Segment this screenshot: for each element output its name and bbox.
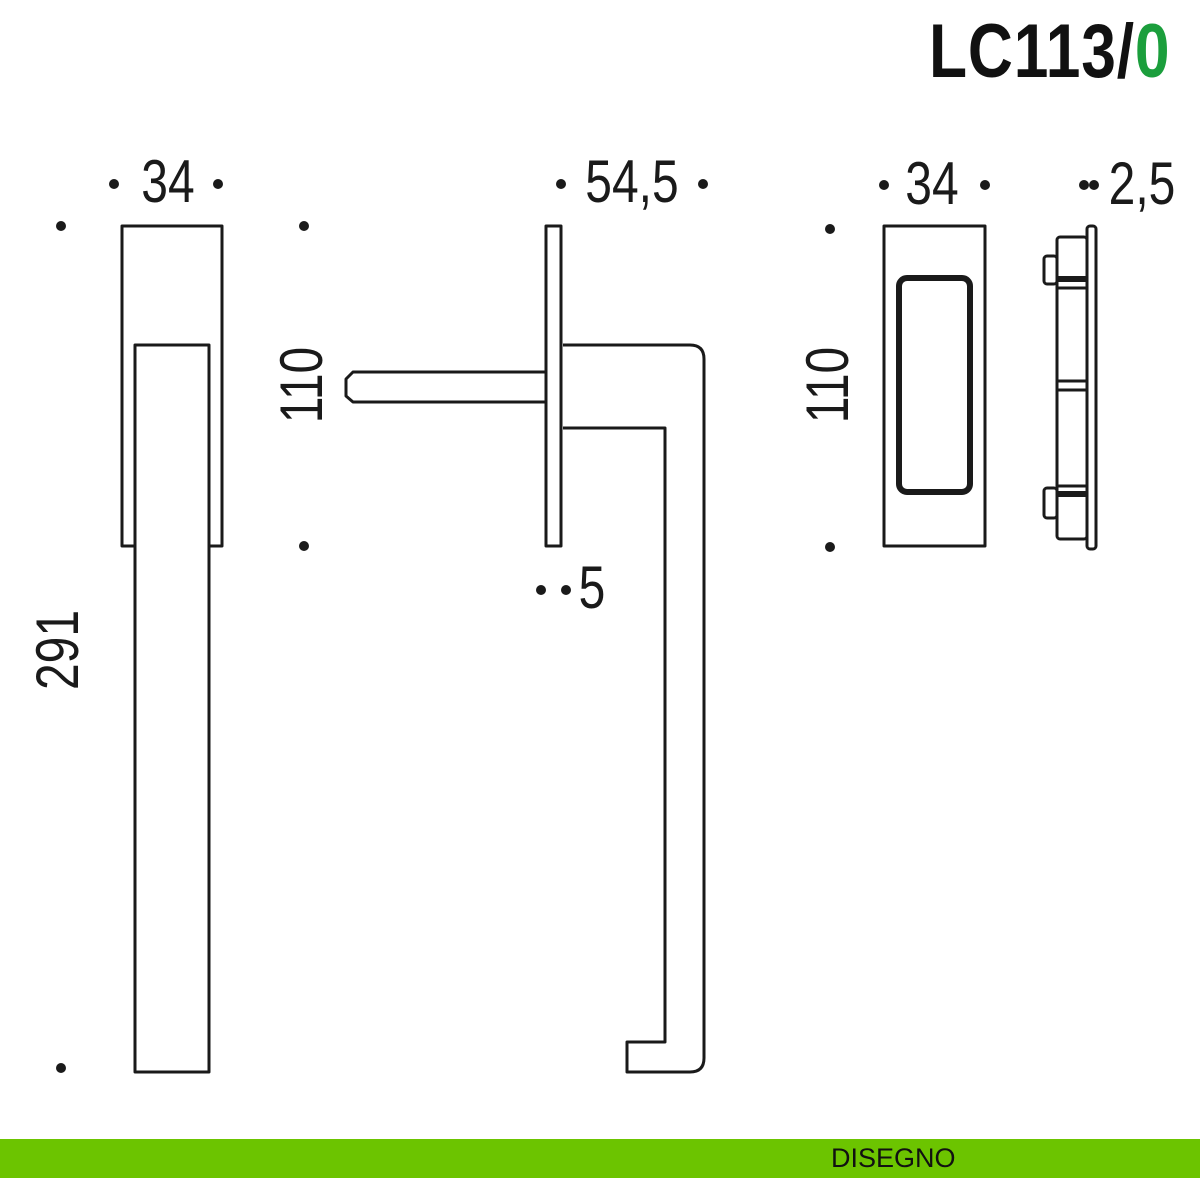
dim-rose-thickness: 2,5 <box>1109 150 1176 217</box>
side-view <box>344 224 706 1074</box>
spindle <box>344 370 546 404</box>
side-rose-plate <box>544 224 563 548</box>
footer-bar: DISEGNO <box>0 1139 1200 1178</box>
dim-rose-height-side: 110 <box>268 347 335 424</box>
dim-plate-thickness: 5 <box>579 554 606 621</box>
dim-side-depth: 54,5 <box>585 148 678 215</box>
rose-side-view <box>1042 224 1098 551</box>
rose-side-tab-bottom <box>1042 486 1059 520</box>
dim-rose-width: 34 <box>905 150 958 217</box>
dimension-dots <box>56 179 1099 1073</box>
dim-front-width: 34 <box>141 148 194 215</box>
front-lever <box>133 343 211 1074</box>
rose-side-tab-top <box>1042 254 1059 286</box>
rose-inner <box>896 275 973 495</box>
product-variant: 0 <box>1134 9 1170 94</box>
product-code-title: LC113/0 <box>929 8 1170 95</box>
rose-front-view <box>882 224 987 548</box>
product-code: LC113/ <box>928 9 1135 94</box>
front-view <box>120 224 224 1074</box>
rose-side-body <box>1055 235 1089 541</box>
dim-total-height: 291 <box>24 610 91 690</box>
rose-outer <box>882 224 987 548</box>
dim-rose-height-front: 110 <box>794 347 861 424</box>
side-lever <box>563 343 706 1074</box>
footer-label: DISEGNO <box>831 1143 956 1173</box>
